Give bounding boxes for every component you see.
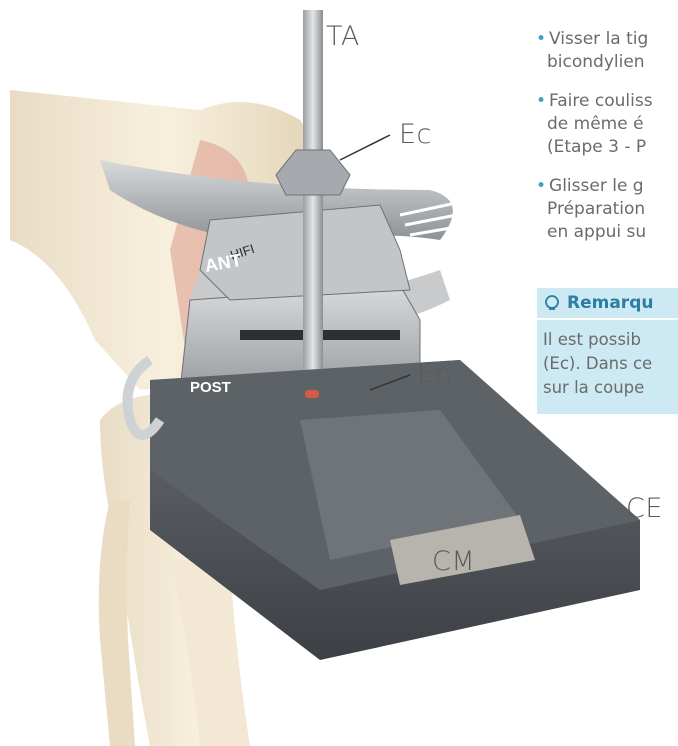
bullet-item: •Visser la tig bicondylien — [536, 28, 678, 74]
bullet-item: •Faire couliss de même é (Etape 3 - P — [536, 90, 678, 159]
instruction-list: •Visser la tig bicondylien •Faire coulis… — [536, 28, 678, 260]
en-label: En — [417, 358, 452, 389]
red-dot — [305, 390, 319, 398]
remark-body: Il est possib (Ec). Dans ce sur la coupe — [537, 320, 678, 414]
ec-leader — [340, 135, 390, 160]
remark-line: sur la coupe — [543, 376, 678, 400]
bullet-text: (Etape 3 - P — [536, 136, 678, 159]
cm-label: CM — [432, 546, 475, 577]
bullet-text: de même é — [536, 113, 678, 136]
remark-header: Remarqu — [537, 288, 678, 318]
bullet-item: •Glisser le g Préparation en appui su — [536, 175, 678, 244]
bullet-text: bicondylien — [536, 51, 678, 74]
ce-label: CE — [626, 493, 663, 524]
remark-title: Remarqu — [567, 293, 653, 313]
ta-label: TA — [326, 21, 360, 52]
bullet-text: en appui su — [536, 221, 678, 244]
ec-label: Ec — [399, 119, 432, 150]
alignment-rod — [303, 10, 323, 420]
remark-line: (Ec). Dans ce — [543, 352, 678, 376]
bullet-text: Faire couliss — [549, 91, 653, 111]
post-label: POST — [190, 379, 231, 396]
bullet-text: Visser la tig — [549, 29, 648, 49]
lightbulb-icon — [543, 294, 561, 312]
bullet-text: Glisser le g — [549, 176, 644, 196]
remark-line: Il est possib — [543, 328, 678, 352]
bullet-text: Préparation — [536, 198, 678, 221]
